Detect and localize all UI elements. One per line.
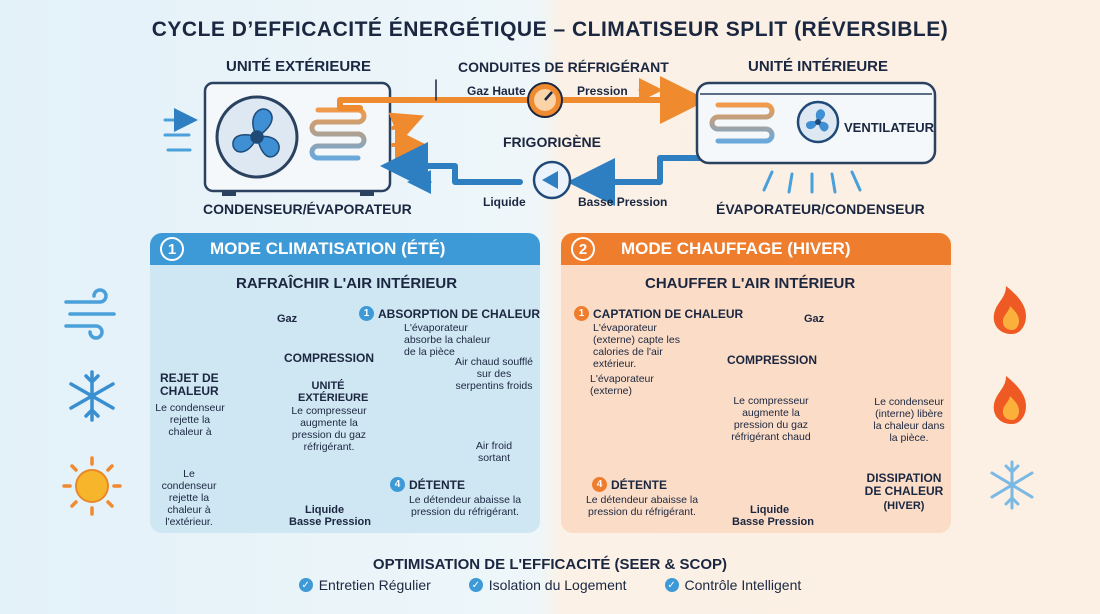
outdoor-air-icon	[163, 108, 198, 152]
cool-gas-label: Gaz	[277, 313, 298, 325]
flame-icon-bottom	[993, 376, 1026, 424]
check-icon: ✓	[664, 578, 679, 592]
cool-step4-title: DÉTENTE	[409, 477, 466, 492]
page-title: CYCLE D’EFFICACITÉ ÉNERGÉTIQUE – CLIMATI…	[151, 18, 949, 41]
pressure-label: Pression	[577, 84, 628, 98]
cool-step4-desc: Le détendeur abaisse la pression du réfr…	[408, 494, 522, 518]
heating-mode-panel: 2 MODE CHAUFFAGE (HIVER)	[561, 233, 951, 533]
cool-step1-desc: L'évaporateur absorbe la chaleur de la p…	[404, 322, 491, 358]
footer-item-label: Isolation du Logement	[488, 577, 627, 593]
heat-step1-desc: L'évaporateur (externe) capte les calori…	[593, 322, 680, 370]
wind-icon	[64, 288, 116, 340]
heat-step1: 1 CAPTATION DE CHALEUR	[574, 306, 743, 321]
outdoor-unit-label: UNITÉ EXTÉRIEURE	[226, 58, 372, 75]
cooling-mode-title: MODE CLIMATISATION (ÉTÉ)	[210, 239, 446, 258]
cool-step4: 4 DÉTENTE	[390, 477, 465, 492]
heat-dissipation-sub: (HIVER)	[883, 500, 925, 512]
cool-step1-number: 1	[359, 306, 374, 321]
flame-icon-top	[993, 286, 1026, 334]
pressure-gauge-icon	[527, 82, 563, 118]
snowflake-icon-right	[990, 460, 1034, 510]
gas-high-label: Gaz Haute	[467, 84, 526, 98]
outdoor-fan-icon	[232, 108, 280, 158]
low-pressure-label: Basse Pression	[578, 195, 668, 209]
cool-low-pressure-label: Basse Pression	[289, 516, 371, 528]
cool-step1: 1 ABSORPTION DE CHALEUR	[359, 306, 540, 321]
cool-compression-label: COMPRESSION	[284, 351, 375, 365]
heat-liquid-label: Liquide	[750, 504, 790, 516]
cool-outdoor-title: UNITÉ EXTÉRIEURE	[298, 380, 369, 404]
heat-compressor-desc: Le compresseur augmente la pression du g…	[731, 395, 811, 443]
heat-step4-number: 4	[592, 477, 607, 492]
heat-evap-label: L'évaporateur (externe)	[590, 373, 654, 397]
heating-mode-header: 2 MODE CHAUFFAGE (HIVER)	[561, 233, 951, 265]
fan-label: VENTILATEUR	[844, 120, 935, 135]
cool-condenser-note: Le condenseur rejette la chaleur à l'ext…	[161, 468, 217, 528]
cool-step4-number: 4	[390, 477, 405, 492]
check-icon: ✓	[468, 578, 483, 592]
heating-mode-title: MODE CHAUFFAGE (HIVER)	[621, 239, 851, 258]
heat-step1-number: 1	[574, 306, 589, 321]
footer-title: OPTIMISATION DE L'EFFICACITÉ (SEER & SCO…	[372, 556, 728, 573]
indoor-fan-icon	[806, 109, 829, 132]
cool-reject-desc: Le condenseur rejette la chaleur à	[155, 402, 225, 438]
outdoor-coil	[309, 107, 367, 161]
heat-condenser-desc: Le condenseur (interne) libère la chaleu…	[873, 396, 945, 444]
indoor-unit	[695, 81, 937, 165]
heating-mode-number: 2	[571, 237, 595, 261]
cool-cold-air-label: Air froid sortant	[475, 440, 513, 464]
expansion-valve-icon	[532, 160, 572, 200]
cool-outdoor-desc: Le compresseur augmente la pression du g…	[291, 405, 367, 453]
footer-item-smart-control: ✓ Contrôle Intelligent	[664, 577, 802, 593]
cool-hot-air-label: Air chaud soufflé sur des serpentins fro…	[454, 356, 534, 392]
cooling-mode-number: 1	[160, 237, 184, 261]
cool-reject-title: REJET DE CHALEUR	[160, 371, 219, 398]
outdoor-heat-arrows	[388, 112, 427, 161]
sun-icon	[62, 456, 122, 516]
refrigerant-label: FRIGORIGÈNE	[503, 134, 602, 150]
indoor-airflow-icon	[762, 170, 862, 194]
cooling-subtitle: RAFRAÎCHIR L'AIR INTÉRIEUR	[236, 275, 458, 292]
indoor-unit-label: UNITÉ INTÉRIEURE	[748, 58, 889, 75]
liquid-label: Liquide	[483, 195, 526, 209]
heat-compression-label: COMPRESSION	[727, 353, 818, 367]
heat-gas-label: Gaz	[804, 313, 825, 325]
heat-step4-title: DÉTENTE	[611, 477, 668, 492]
heat-step1-title: CAPTATION DE CHALEUR	[593, 306, 744, 321]
indoor-caption: ÉVAPORATEUR/CONDENSEUR	[716, 201, 925, 217]
check-icon: ✓	[298, 578, 313, 592]
outdoor-caption: CONDENSEUR/ÉVAPORATEUR	[203, 201, 412, 217]
footer-items: ✓ Entretien Régulier ✓ Isolation du Loge…	[0, 577, 1100, 593]
footer-item-insulation: ✓ Isolation du Logement	[468, 577, 627, 593]
heat-low-pressure-label: Basse Pression	[732, 516, 814, 528]
heat-step4: 4 DÉTENTE	[592, 477, 667, 492]
cool-step1-title: ABSORPTION DE CHALEUR	[378, 306, 541, 321]
footer-item-label: Contrôle Intelligent	[684, 577, 802, 593]
heating-subtitle: CHAUFFER L'AIR INTÉRIEUR	[645, 275, 856, 292]
heat-step4-desc: Le détendeur abaisse la pression du réfr…	[585, 494, 699, 518]
footer-item-maintenance: ✓ Entretien Régulier	[298, 577, 431, 593]
heat-dissipation-title: DISSIPATION DE CHALEUR	[864, 471, 944, 498]
footer-item-label: Entretien Régulier	[318, 577, 431, 593]
refrigerant-lines-label: CONDUITES DE RÉFRIGÉRANT	[458, 59, 669, 75]
cooling-mode-panel: 1 MODE CLIMATISATION (ÉTÉ)	[150, 233, 540, 533]
snowflake-icon	[69, 370, 115, 422]
cooling-mode-header: 1 MODE CLIMATISATION (ÉTÉ)	[150, 233, 540, 265]
cool-liquid-label: Liquide	[305, 504, 345, 516]
